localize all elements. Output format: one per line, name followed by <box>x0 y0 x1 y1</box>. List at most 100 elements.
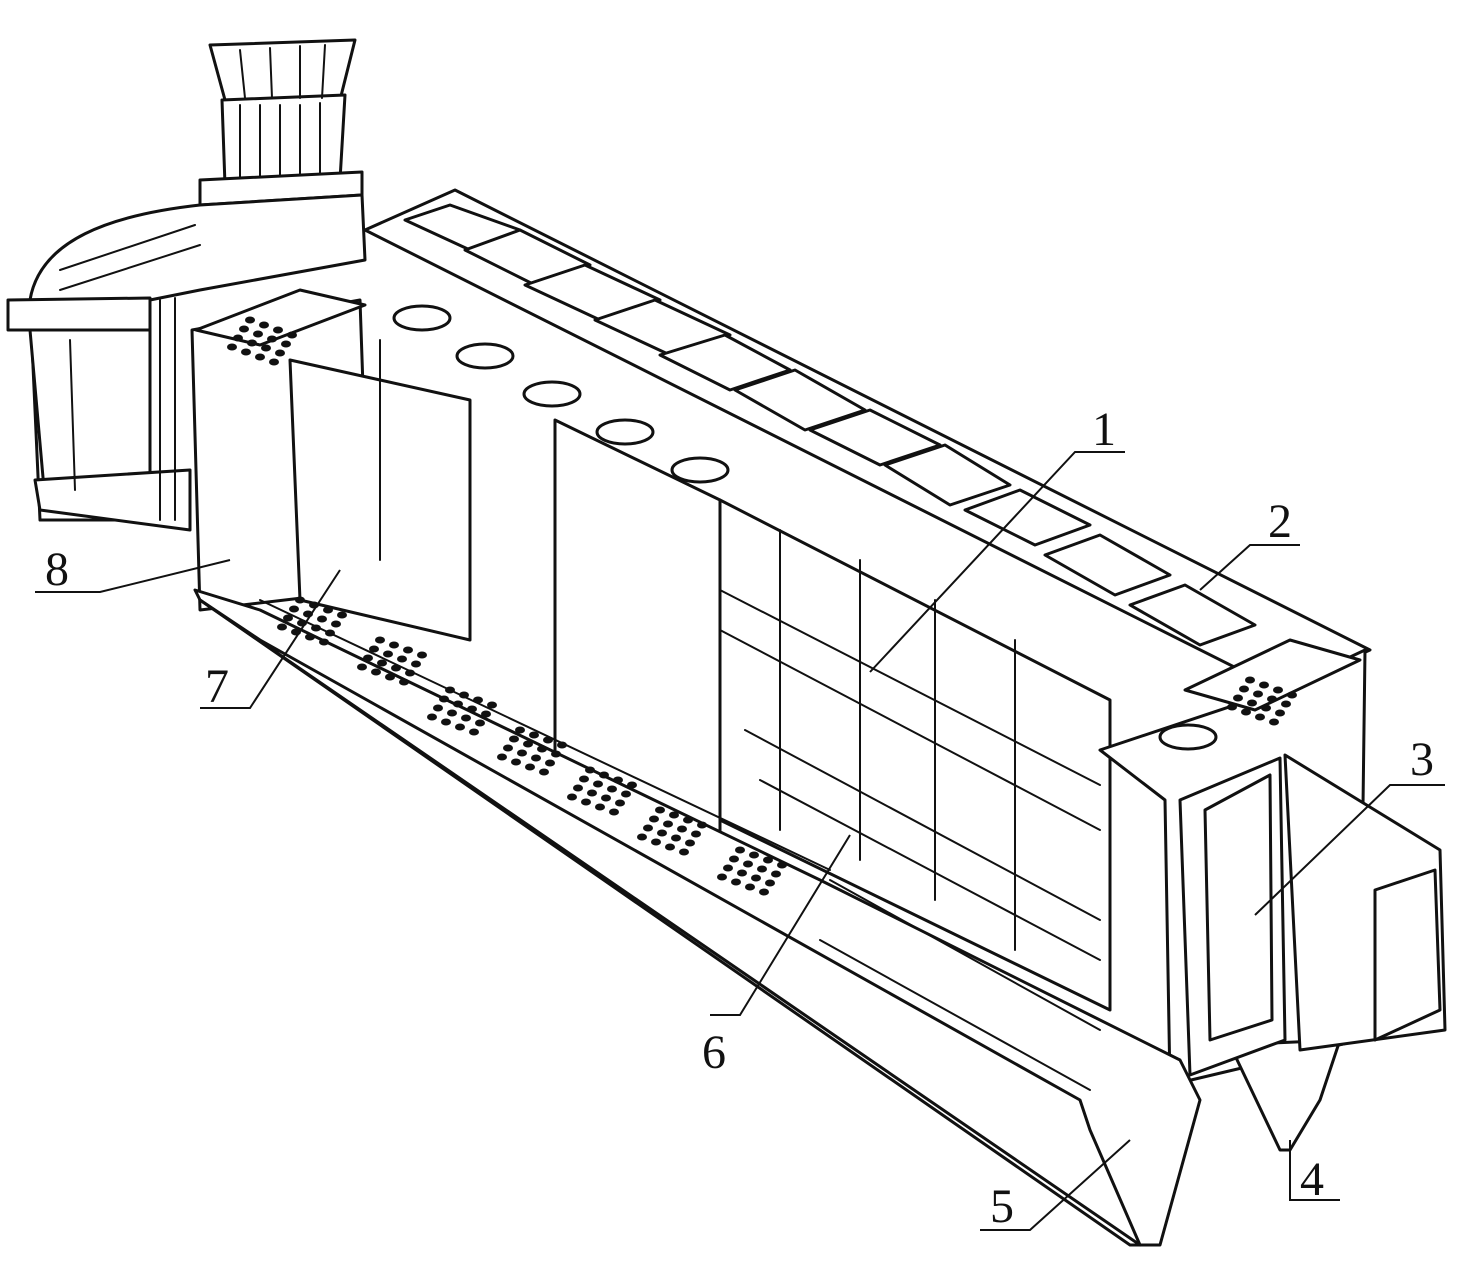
tube-end <box>1275 709 1285 717</box>
callout-3: 3 <box>1410 733 1434 786</box>
tube-end <box>515 726 525 734</box>
tube-end <box>737 869 747 877</box>
electrode-tube-clusters <box>227 316 1297 896</box>
tube-end <box>461 714 471 722</box>
tube-end <box>599 771 609 779</box>
tube-end <box>389 641 399 649</box>
tube-end <box>723 864 733 872</box>
tube-end <box>657 829 667 837</box>
tube-end <box>615 799 625 807</box>
tube-end <box>427 713 437 721</box>
tube-end <box>1287 691 1297 699</box>
tube-end <box>1255 713 1265 721</box>
tube-end <box>683 816 693 824</box>
tube-end <box>253 330 263 338</box>
tube-end <box>403 646 413 654</box>
tube-end <box>1239 685 1249 693</box>
leader-7 <box>200 569 341 709</box>
tube-end <box>777 861 787 869</box>
tube-end <box>665 843 675 851</box>
tube-end <box>671 834 681 842</box>
tube-end <box>375 636 385 644</box>
tube-end <box>585 766 595 774</box>
tube-end <box>651 838 661 846</box>
tube-end <box>259 321 269 329</box>
tube-end <box>281 340 291 348</box>
tube-end <box>765 879 775 887</box>
tube-end <box>455 723 465 731</box>
tube-end <box>241 348 251 356</box>
tube-end <box>447 709 457 717</box>
tube-end <box>685 839 695 847</box>
tube-end <box>1281 700 1291 708</box>
tube-end <box>637 833 647 841</box>
tube-end <box>731 878 741 886</box>
tube-end <box>305 633 315 641</box>
tube-end <box>649 815 659 823</box>
tube-end <box>735 846 745 854</box>
tube-end <box>523 740 533 748</box>
tube-end <box>677 825 687 833</box>
leader-4 <box>1289 1140 1340 1201</box>
tube-end <box>745 883 755 891</box>
tube-end <box>473 696 483 704</box>
tube-end <box>1241 708 1251 716</box>
tube-end <box>643 824 653 832</box>
tube-end <box>325 629 335 637</box>
outlet-duct <box>1178 753 1447 1077</box>
tube-end <box>273 326 283 334</box>
tube-end <box>1261 704 1271 712</box>
tube-end <box>227 343 237 351</box>
tube-end <box>255 353 265 361</box>
tube-end <box>757 865 767 873</box>
tube-end <box>275 349 285 357</box>
leader-6 <box>710 834 851 1016</box>
perforated-plate-right <box>1183 638 1362 712</box>
tube-end <box>369 645 379 653</box>
tube-end <box>503 744 513 752</box>
tube-end <box>613 776 623 784</box>
tube-end <box>487 701 497 709</box>
tube-end <box>567 793 577 801</box>
tube-end <box>467 705 477 713</box>
tube-end <box>433 704 443 712</box>
tube-end <box>317 615 327 623</box>
tube-end <box>751 874 761 882</box>
tube-end <box>1245 676 1255 684</box>
tube-end <box>517 749 527 757</box>
leader-1 <box>869 451 1125 673</box>
tube-end <box>697 821 707 829</box>
tube-end <box>1247 699 1257 707</box>
tube-end <box>441 718 451 726</box>
tube-end <box>691 830 701 838</box>
tube-end <box>445 686 455 694</box>
tube-end <box>283 614 293 622</box>
tube-end <box>337 611 347 619</box>
tube-end <box>627 781 637 789</box>
tube-end <box>729 855 739 863</box>
tube-end <box>621 790 631 798</box>
tube-end <box>573 784 583 792</box>
inlet-hopper <box>198 38 364 207</box>
tube-end <box>601 794 611 802</box>
tube-end <box>391 664 401 672</box>
leader-3 <box>1254 784 1445 916</box>
callout-1: 1 <box>1092 403 1116 456</box>
callout-5: 5 <box>990 1180 1014 1233</box>
tube-end <box>417 651 427 659</box>
tube-end <box>497 753 507 761</box>
tube-end <box>383 650 393 658</box>
tube-end <box>277 623 287 631</box>
tube-end <box>537 745 547 753</box>
inlet-duct <box>6 193 367 532</box>
tube-end <box>771 870 781 878</box>
tube-end <box>579 775 589 783</box>
tube-end <box>717 873 727 881</box>
tube-end <box>679 848 689 856</box>
tube-end <box>1259 681 1269 689</box>
callout-6: 6 <box>702 1026 726 1079</box>
tube-end <box>247 339 257 347</box>
leader-8 <box>35 559 231 593</box>
tube-end <box>663 820 673 828</box>
